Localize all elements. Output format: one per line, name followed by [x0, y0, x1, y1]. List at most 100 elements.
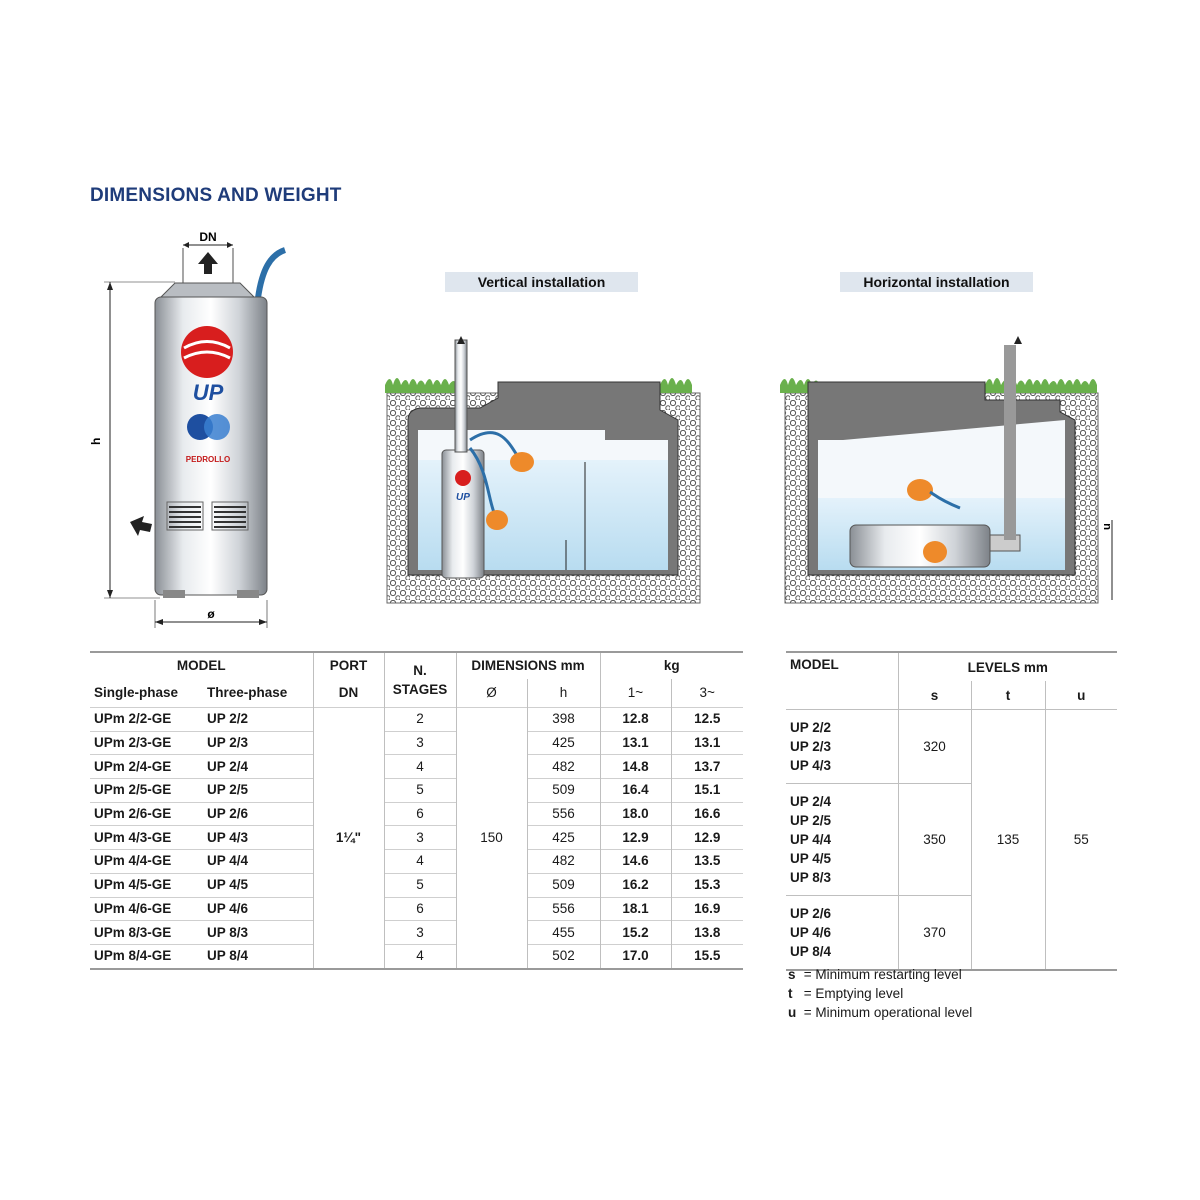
dimensions-table: MODEL PORT N. STAGES DIMENSIONS mm kg Si…: [90, 651, 743, 970]
up-logo: UP: [193, 380, 224, 405]
stages-cell: 6: [383, 896, 456, 921]
stages-cell: 6: [383, 801, 456, 826]
weight-1ph-cell: 14.6: [599, 849, 671, 874]
stages-cell: 4: [383, 849, 456, 874]
height-cell: 425: [526, 825, 600, 850]
three-phase-cell: UP 2/2: [203, 707, 313, 732]
u-value-cell: 55: [1044, 709, 1117, 970]
levels-group-row: UP 2/4 UP 2/5 UP 4/4 UP 4/5 UP 8/3 350: [786, 783, 1117, 896]
three-phase-cell: UP 4/4: [203, 849, 313, 874]
horizontal-installation-drawing: u: [780, 336, 1113, 604]
levels-legend: s = Minimum restarting level t = Emptyin…: [788, 965, 972, 1022]
dia-header: Ø: [455, 679, 527, 708]
s-value-cell: 370: [897, 895, 971, 970]
dimensions-header: DIMENSIONS mm: [455, 651, 600, 679]
weight-1ph-cell: 17.0: [599, 943, 671, 969]
height-cell: 556: [526, 801, 600, 826]
vertical-up-logo: UP: [456, 492, 470, 503]
weight-3ph-cell: 13.8: [670, 920, 743, 945]
pedrollo-logo: PEDROLLO: [186, 455, 230, 464]
stages-header: N. STAGES: [383, 651, 456, 708]
t-header: t: [970, 681, 1045, 710]
height-cell: 482: [526, 849, 600, 874]
three-phase-cell: UP 2/3: [203, 730, 313, 755]
diameter-cell: 150: [455, 706, 527, 969]
three-phase-cell: UP 2/4: [203, 754, 313, 779]
weight-3ph-cell: 16.9: [670, 896, 743, 921]
weight-3ph-cell: 15.1: [670, 778, 743, 803]
s-value-cell: 350: [897, 783, 971, 896]
kg1-header: 1~: [599, 679, 671, 708]
three-phase-cell: UP 2/5: [203, 778, 313, 803]
single-phase-cell: UPm 8/4-GE: [90, 943, 203, 969]
dn-header: DN: [312, 679, 384, 708]
single-phase-header: Single-phase: [94, 685, 179, 700]
weight-3ph-cell: 12.5: [670, 707, 743, 732]
three-phase-cell: UP 4/5: [203, 872, 313, 897]
legend-item: t = Emptying level: [788, 986, 904, 1001]
legend-item: s = Minimum restarting level: [788, 967, 962, 982]
single-phase-cell: UPm 4/6-GE: [90, 896, 203, 921]
levels-model-item: UP 4/6: [790, 925, 832, 940]
three-phase-cell: UP 8/4: [203, 943, 313, 969]
height-cell: 556: [526, 896, 600, 921]
weight-3ph-cell: 16.6: [670, 801, 743, 826]
kg3-header: 3~: [670, 679, 743, 708]
weight-3ph-cell: 15.5: [670, 943, 743, 969]
inlet-arrow-icon: [130, 516, 152, 536]
h-label: h: [89, 438, 103, 445]
legend-item: u = Minimum operational level: [788, 1005, 973, 1020]
pump-drawing: DN UP PEDROLLO: [89, 230, 287, 628]
vertical-installation-drawing: UP: [385, 336, 701, 604]
stages-cell: 3: [383, 730, 456, 755]
levels-models-cell: UP 2/4 UP 2/5 UP 4/4 UP 4/5 UP 8/3: [786, 784, 898, 896]
stages-cell: 3: [383, 825, 456, 850]
levels-model-item: UP 4/3: [790, 758, 832, 773]
weight-3ph-cell: 13.7: [670, 754, 743, 779]
weight-3ph-cell: 13.1: [670, 730, 743, 755]
single-phase-cell: UPm 4/3-GE: [90, 825, 203, 850]
weight-1ph-cell: 16.4: [599, 778, 671, 803]
levels-model-item: UP 2/6: [790, 906, 832, 921]
levels-model-item: UP 4/5: [790, 851, 832, 866]
horizontal-installation-label: Horizontal installation: [840, 272, 1033, 292]
levels-model-item: UP 4/4: [790, 832, 832, 847]
height-cell: 455: [526, 920, 600, 945]
single-phase-cell: UPm 4/5-GE: [90, 872, 203, 897]
levels-model-item: UP 2/3: [790, 739, 832, 754]
levels-model-item: UP 2/5: [790, 813, 832, 828]
levels-model-item: UP 2/4: [790, 794, 832, 809]
t-value-cell: 135: [970, 709, 1045, 970]
weight-1ph-cell: 15.2: [599, 920, 671, 945]
height-cell: 502: [526, 943, 600, 969]
diameter-label: ø: [207, 607, 215, 621]
three-phase-cell: UP 4/3: [203, 825, 313, 850]
outlet-arrow-icon: [198, 252, 218, 274]
weight-1ph-cell: 18.0: [599, 801, 671, 826]
levels-header: LEVELS mm: [897, 652, 1117, 681]
weight-1ph-cell: 16.2: [599, 872, 671, 897]
levels-model-item: UP 8/3: [790, 870, 832, 885]
s-value-cell: 320: [897, 709, 971, 784]
weight-3ph-cell: 13.5: [670, 849, 743, 874]
cable-icon: [255, 247, 287, 299]
three-phase-cell: UP 4/6: [203, 896, 313, 921]
stages-cell: 2: [383, 707, 456, 732]
height-cell: 509: [526, 872, 600, 897]
stages-cell: 4: [383, 943, 456, 969]
three-phase-cell: UP 2/6: [203, 801, 313, 826]
stages-cell: 3: [383, 920, 456, 945]
height-cell: 398: [526, 707, 600, 732]
